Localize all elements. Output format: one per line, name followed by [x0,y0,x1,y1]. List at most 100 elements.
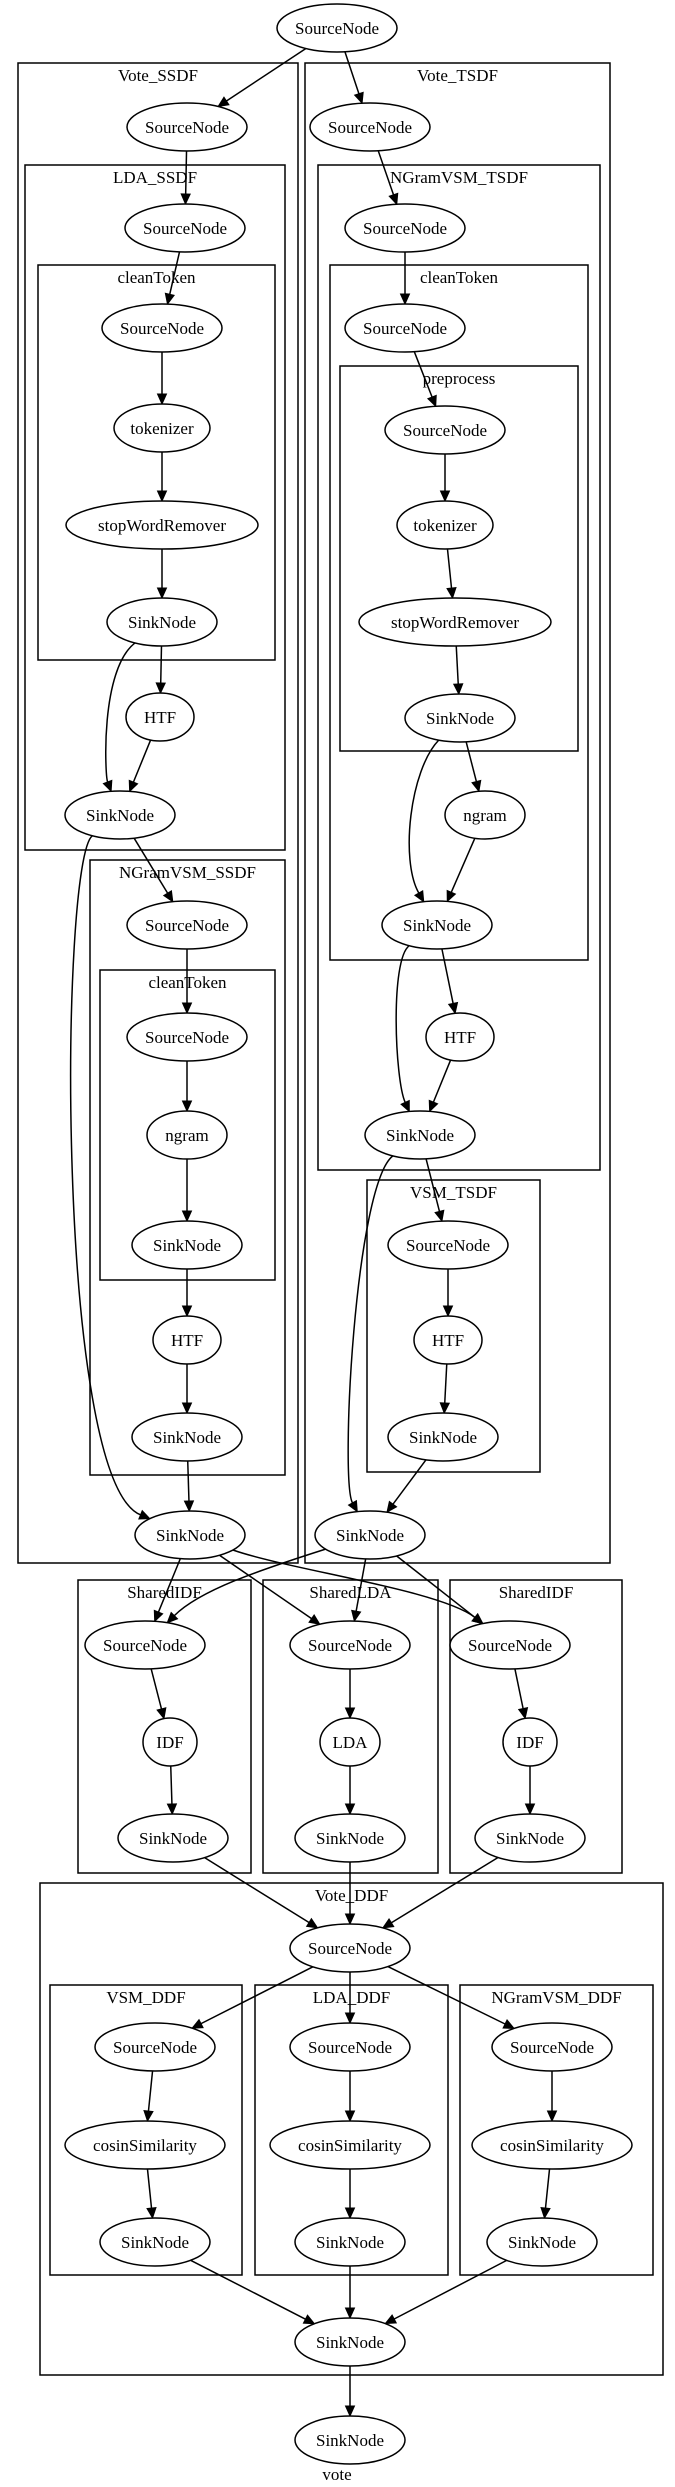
edge-arrowhead [128,779,139,793]
node-label: tokenizer [413,516,477,535]
edge-ld-sink-to-ddf-sink [344,2266,356,2320]
node-label: SinkNode [336,1526,404,1545]
node-vt-sink: SinkNode [314,1510,426,1560]
cluster-clean3: cleanToken [329,264,589,961]
edge-ct2-sink-to-ngs-htf [181,1269,193,1318]
node-ellipse [404,693,516,743]
edge-arrowhead [181,1402,193,1415]
node-label: LDA [333,1733,369,1752]
edge-vt-sink-to-sidf2-src [396,1555,484,1625]
node-ct2-ngram: ngram [146,1110,228,1160]
cluster-sidf2: SharedIDF [449,1579,623,1874]
edge-arrowhead [217,96,230,108]
edge-ld-cos-to-ld-sink [344,2169,356,2220]
cluster-label: VSM_DDF [106,1988,185,2007]
node-ellipse [289,2022,411,2072]
cluster-label: VSM_TSDF [410,1183,497,1202]
edge-line [465,741,478,782]
node-label: SourceNode [295,19,379,38]
node-slda-lda: LDA [319,1717,381,1767]
edge-ct3-ngram-to-ct3-sink [446,837,476,903]
node-label: SinkNode [386,1126,454,1145]
edge-arrowhead [344,2405,356,2418]
edge-arrowhead [181,1305,193,1318]
edge-arrowhead [384,2314,398,2325]
edge-line [432,1059,452,1103]
node-label: SourceNode [468,1636,552,1655]
node-label: SourceNode [120,319,204,338]
edge-line [159,645,163,684]
node-label: SourceNode [363,319,447,338]
node-ct1-src: SourceNode [101,303,223,353]
cluster-lda-ddf: LDA_DDF [254,1984,449,2276]
edge-pre-src-to-pre-tok [439,454,451,503]
edge-line [344,51,360,94]
edge-line [186,1460,190,1502]
node-label: HTF [171,1331,203,1350]
edge-line [441,948,454,1004]
node-label: SinkNode [316,2233,384,2252]
node-sidf2-idf: IDF [502,1717,558,1767]
node-label: SinkNode [316,1829,384,1848]
node-label: SourceNode [308,2038,392,2057]
node-label: HTF [432,1331,464,1350]
node-label: SinkNode [496,1829,564,1848]
edge-line [204,1857,310,1924]
node-ellipse [474,1813,586,1863]
node-ellipse [319,1717,381,1767]
node-ct3-src: SourceNode [344,303,466,353]
edge-arrowhead [153,1609,164,1623]
node-ellipse [126,1012,248,1062]
edge-ddf-src-to-nd-src [387,1965,516,2029]
edge-arrowhead [156,587,168,600]
node-root-src: SourceNode [276,3,398,53]
edge-arrowhead [146,2207,157,2220]
node-label: SourceNode [510,2038,594,2057]
edge-line [391,1856,499,1924]
node-ct2-sink: SinkNode [131,1220,243,1270]
edge-ddf-sink-to-final-sink [344,2366,356,2418]
node-label: stopWordRemover [98,516,226,535]
edge-pre-stop-to-pre-sink [452,645,464,696]
edge-pre-tok-to-pre-stop [446,548,457,600]
edge-ct1-tok-to-ct1-stop [156,452,168,503]
cluster-label: cleanToken [420,268,499,287]
node-nd-sink: SinkNode [486,2217,598,2267]
edge-ct1-sink-to-lda-htf [155,645,166,695]
edge-arrowhead [386,1500,398,1514]
edge-arrowhead [183,1500,195,1513]
node-sidf1-src: SourceNode [84,1620,206,1670]
node-label: SourceNode [113,2038,197,2057]
node-ellipse [384,405,506,455]
node-ellipse [124,203,246,253]
edge-sidf1-src-to-sidf1-idf [150,1668,167,1720]
edge-line [105,642,136,783]
edge-line [392,1459,427,1505]
node-label: stopWordRemover [391,613,519,632]
edge-line [132,739,152,783]
cluster-label: NGramVSM_TSDF [390,168,528,187]
cluster-border [37,264,276,661]
node-label: HTF [444,1028,476,1047]
node-label: IDF [516,1733,543,1752]
cluster-lda-ssdf: LDA_SSDF [24,164,286,851]
node-ellipse [314,1510,426,1560]
cluster-border [24,164,286,851]
node-ct1-tok: tokenizer [113,403,211,453]
node-ellipse [449,1620,571,1670]
edge-arrowhead [156,490,168,503]
edge-lda-src-to-ct1-src [164,251,181,306]
edge-vsmt-htf-to-vsmt-sink [439,1363,451,1415]
node-pre-sink: SinkNode [404,693,516,743]
cluster-ngram-tsdf: NGramVSM_TSDF [317,164,601,1171]
edge-line [395,945,410,1103]
edge-line [133,837,169,894]
node-vsmt-src: SourceNode [387,1220,509,1270]
edge-arrowhead [517,1707,529,1720]
edge-ngt-sink-to-vt-sink [347,1155,394,1513]
node-ellipse [126,102,248,152]
edge-line [169,251,181,295]
node-ct2-src: SourceNode [126,1012,248,1062]
edge-line [544,2168,551,2209]
node-ld-src: SourceNode [289,2022,411,2072]
